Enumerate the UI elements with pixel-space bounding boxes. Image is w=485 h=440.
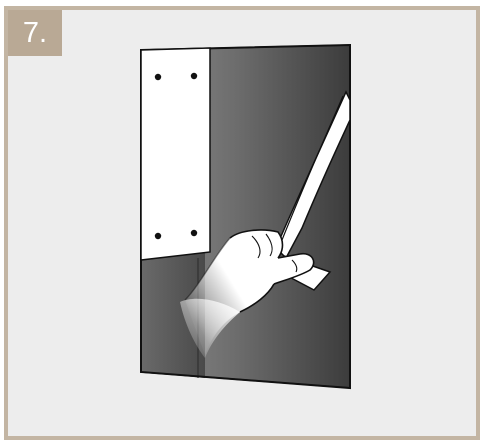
fastener-hole-icon (155, 74, 161, 80)
fastener-hole-icon (191, 230, 197, 236)
step-number-badge: 7. (8, 10, 62, 56)
fastener-hole-icon (155, 233, 161, 239)
fastener-hole-icon (191, 73, 197, 79)
white-mounting-strip (141, 48, 210, 260)
